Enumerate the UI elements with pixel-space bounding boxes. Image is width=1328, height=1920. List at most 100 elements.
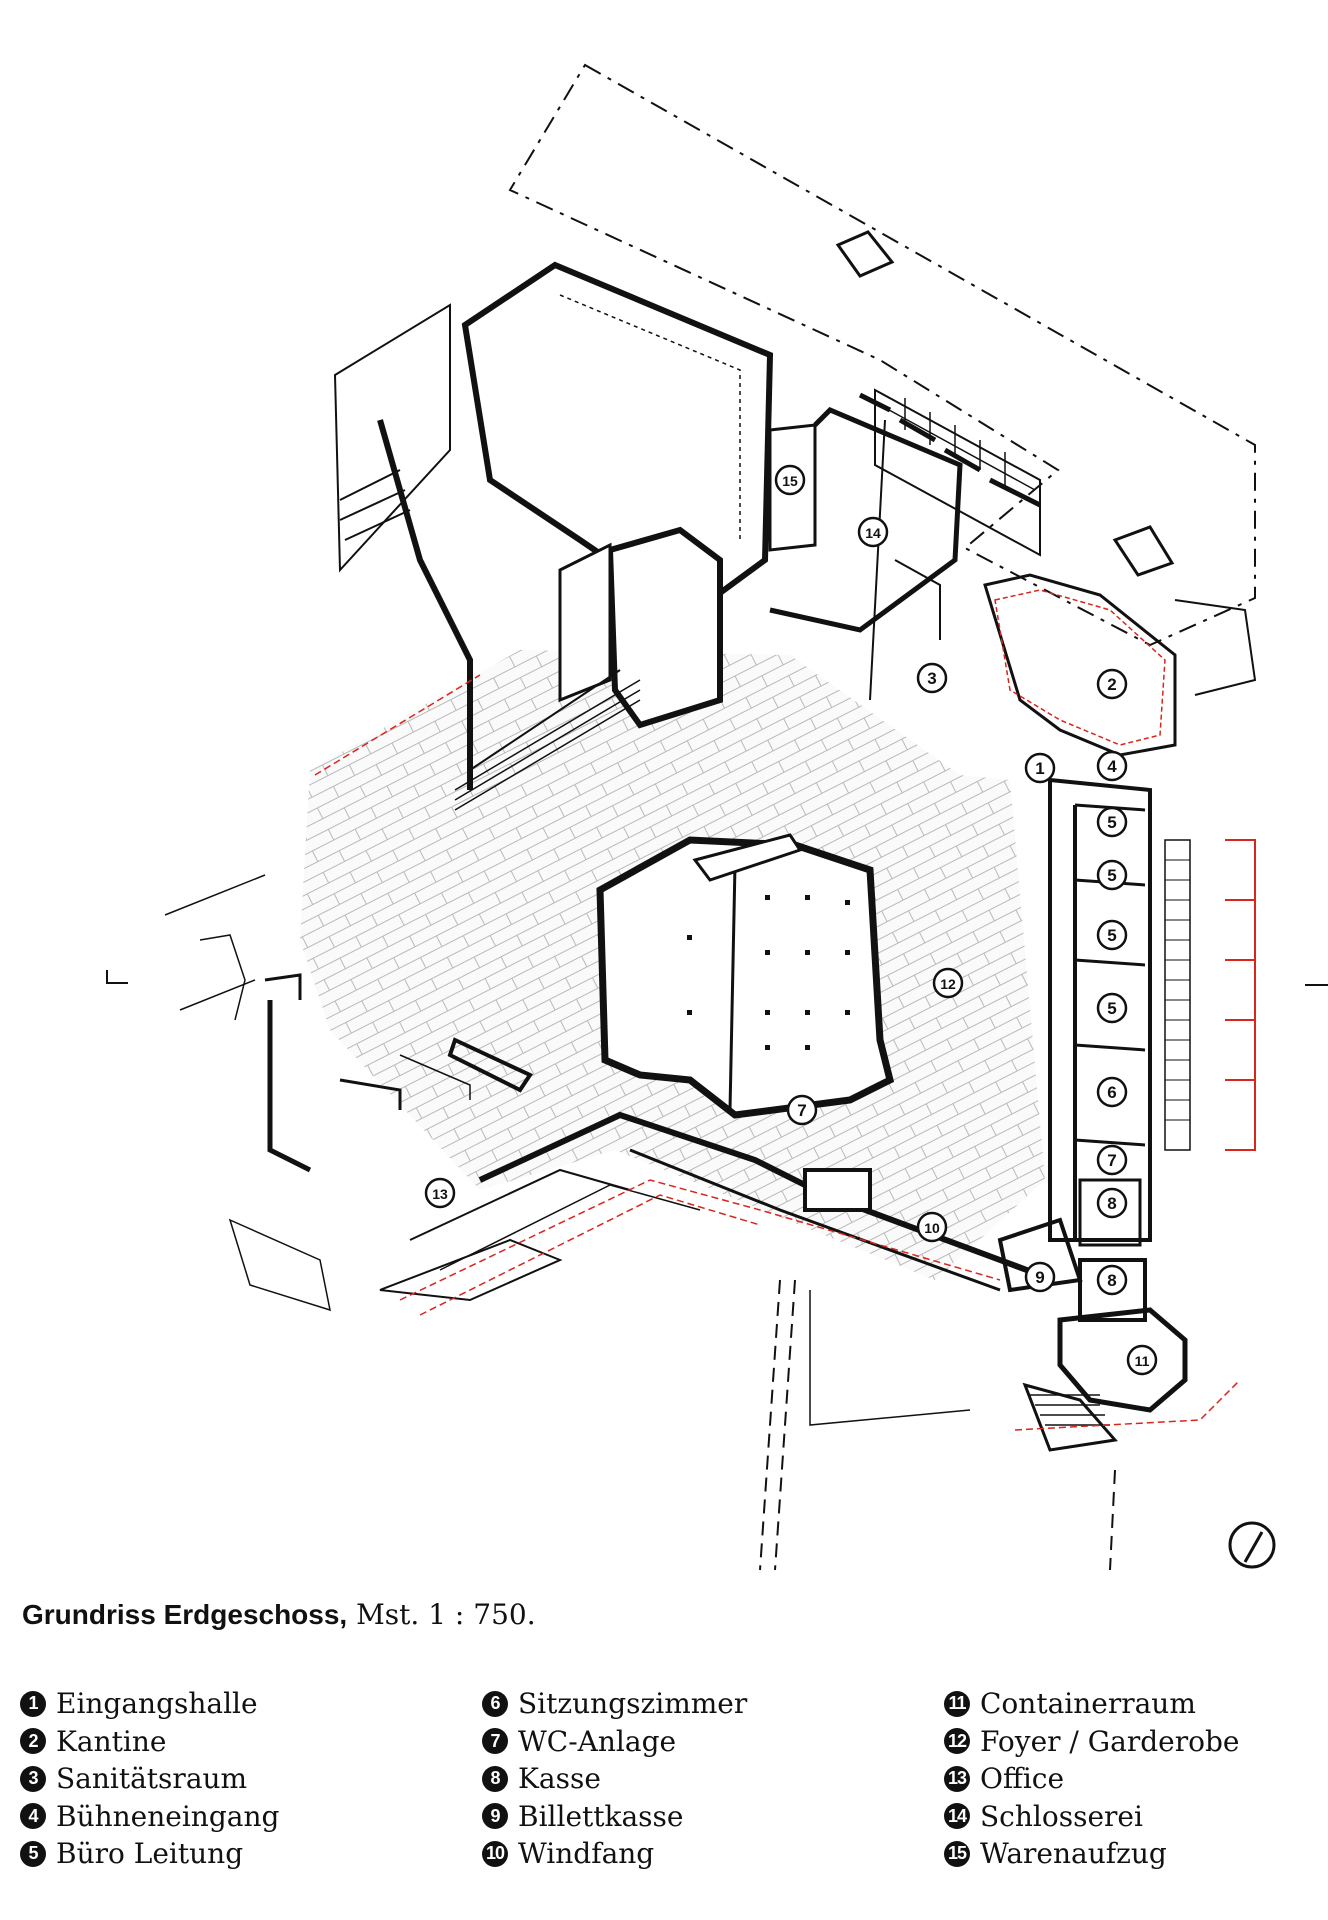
room-marker: 5 xyxy=(1096,992,1128,1024)
legend-number: 2 xyxy=(20,1728,46,1755)
room-marker-circle xyxy=(1024,1261,1056,1293)
room-marker-circle xyxy=(1096,859,1128,891)
room-marker-label: 14 xyxy=(865,525,881,541)
room-marker-label: 5 xyxy=(1107,866,1116,885)
plan-caption: Grundriss Erdgeschoss, Mst. 1 : 750. xyxy=(22,1598,536,1631)
legend-number: 8 xyxy=(482,1765,508,1792)
room-marker-label: 15 xyxy=(782,473,798,489)
room-marker-label: 5 xyxy=(1107,999,1116,1018)
skylight xyxy=(835,230,1175,577)
room-marker-label: 7 xyxy=(797,1101,806,1120)
legend-label: Sitzungszimmer xyxy=(518,1687,748,1721)
room-marker-circle xyxy=(774,464,806,496)
room-marker: 8 xyxy=(1096,1187,1128,1219)
legend-item: 2 Kantine xyxy=(20,1723,279,1761)
lower-band xyxy=(379,1111,1188,1452)
room-marker: 2 xyxy=(1096,668,1128,700)
room-marker-circle xyxy=(916,662,948,694)
room-marker-circle xyxy=(1096,668,1128,700)
room-marker: 11 xyxy=(1126,1344,1158,1376)
legend-item: 12 Foyer / Garderobe xyxy=(944,1723,1239,1761)
caption-scale: Mst. 1 : 750. xyxy=(356,1598,536,1631)
legend-number: 1 xyxy=(20,1690,46,1717)
legend-number: 10 xyxy=(482,1840,508,1867)
room-marker-circle xyxy=(857,516,889,548)
room-marker-circle xyxy=(932,967,964,999)
legend-label: Bühneneingang xyxy=(56,1799,280,1833)
room-marker-label: 11 xyxy=(1135,1353,1150,1369)
legend-item: 5 Büro Leitung xyxy=(20,1835,279,1873)
room-marker: 8 xyxy=(1096,1264,1128,1296)
room-marker-circle xyxy=(1096,919,1128,951)
section-marker xyxy=(106,970,1328,986)
room-marker-circle xyxy=(1096,750,1128,782)
room-marker: 9 xyxy=(1024,1261,1056,1293)
caption-title: Grundriss Erdgeschoss, xyxy=(22,1599,348,1630)
room-marker: 12 xyxy=(932,967,964,999)
legend-item: 13 Office xyxy=(944,1760,1239,1798)
legend-item: 6 Sitzungszimmer xyxy=(482,1685,747,1723)
legend-item: 1 Eingangshalle xyxy=(20,1685,279,1723)
legend-label: Eingangshalle xyxy=(56,1687,258,1721)
auditorium xyxy=(596,833,895,1119)
dash-lines xyxy=(759,1279,1116,1571)
legend-number: 12 xyxy=(944,1728,970,1755)
room-marker: 5 xyxy=(1096,919,1128,951)
legend-number: 6 xyxy=(482,1690,508,1717)
room-marker: 1 xyxy=(1024,752,1056,784)
room-marker-circle xyxy=(1096,1076,1128,1108)
legend-item: 4 Bühneneingang xyxy=(20,1798,279,1836)
room-marker-circle xyxy=(1096,1187,1128,1219)
room-marker: 5 xyxy=(1096,859,1128,891)
legend-label: Büro Leitung xyxy=(56,1837,244,1871)
room-marker-circle xyxy=(1126,1344,1158,1376)
legend-number: 13 xyxy=(944,1765,970,1792)
room-marker-label: 13 xyxy=(432,1186,448,1202)
legend-number: 7 xyxy=(482,1728,508,1755)
room-marker-circle xyxy=(1096,992,1128,1024)
legend-label: Billettkasse xyxy=(518,1799,684,1833)
legend-label: Office xyxy=(980,1762,1065,1796)
room-marker-label: 2 xyxy=(1107,675,1116,694)
legend-number: 15 xyxy=(944,1840,970,1867)
room-marker: 5 xyxy=(1096,806,1128,838)
legend-label: Schlosserei xyxy=(980,1799,1143,1833)
legend-number: 4 xyxy=(20,1803,46,1830)
room-marker-label: 12 xyxy=(940,976,956,992)
room-marker: 14 xyxy=(857,516,889,548)
room-marker-label: 8 xyxy=(1107,1271,1116,1290)
legend-label: Sanitätsraum xyxy=(56,1762,248,1796)
room-marker: 15 xyxy=(774,464,806,496)
legend-item: 10 Windfang xyxy=(482,1835,747,1873)
room-marker-label: 9 xyxy=(1035,1268,1044,1287)
legend-label: Kantine xyxy=(56,1724,167,1758)
legend-label: Containerraum xyxy=(980,1687,1196,1721)
legend-number: 5 xyxy=(20,1840,46,1867)
legend-item: 3 Sanitätsraum xyxy=(20,1760,279,1798)
red-outline xyxy=(314,674,1241,1431)
legend-label: Foyer / Garderobe xyxy=(980,1724,1240,1758)
kantine xyxy=(983,573,1257,757)
room-marker: 3 xyxy=(916,662,948,694)
room-marker: 7 xyxy=(1096,1144,1128,1176)
legend-number: 14 xyxy=(944,1803,970,1830)
room-marker-label: 10 xyxy=(924,1220,940,1236)
legend-number: 3 xyxy=(20,1765,46,1792)
room-marker-label: 6 xyxy=(1107,1083,1116,1102)
legend-label: Windfang xyxy=(518,1837,655,1871)
north-arrow-icon xyxy=(1228,1521,1276,1569)
room-marker: 13 xyxy=(424,1177,456,1209)
room-marker: 4 xyxy=(1096,750,1128,782)
room-marker-label: 4 xyxy=(1107,757,1117,776)
service-rooms xyxy=(768,388,1042,701)
